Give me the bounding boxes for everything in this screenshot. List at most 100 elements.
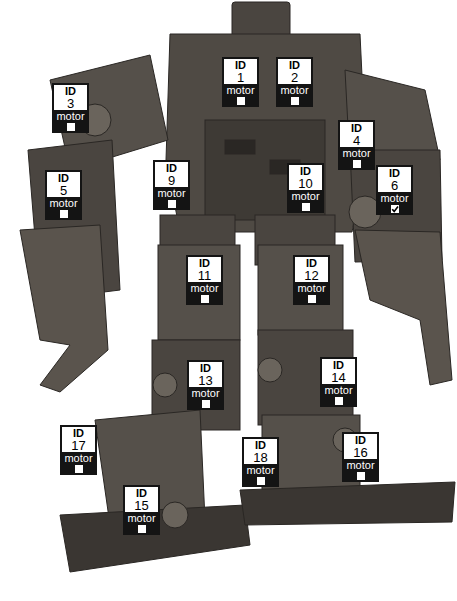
right-leg bbox=[240, 215, 455, 525]
servo-horn bbox=[162, 502, 188, 528]
motor-number: 10 bbox=[289, 177, 322, 190]
checkbox-square bbox=[60, 210, 68, 218]
motor-number: 16 bbox=[344, 446, 377, 459]
checkbox-square bbox=[202, 400, 210, 408]
id-label: ID bbox=[289, 165, 322, 177]
id-label: ID bbox=[54, 85, 87, 97]
motor-tag: ID1motor bbox=[222, 57, 259, 107]
id-label: ID bbox=[47, 172, 80, 184]
torso-slot bbox=[225, 140, 255, 154]
motor-tag: ID10motor bbox=[287, 163, 324, 213]
checkbox bbox=[334, 396, 344, 406]
checkbox bbox=[290, 96, 300, 106]
motor-label: motor bbox=[224, 84, 257, 96]
checkbox-square bbox=[302, 203, 310, 211]
foot bbox=[60, 505, 250, 572]
id-label: ID bbox=[188, 257, 221, 269]
motor-number: 4 bbox=[340, 134, 373, 147]
checkbox bbox=[236, 96, 246, 106]
id-label: ID bbox=[344, 434, 377, 446]
motor-label: motor bbox=[189, 387, 222, 399]
checkbox bbox=[167, 199, 177, 209]
checkbox bbox=[201, 399, 211, 409]
motor-label: motor bbox=[54, 110, 87, 122]
motor-tag: ID3motor bbox=[52, 83, 89, 133]
motor-number: 15 bbox=[125, 499, 158, 512]
checkbox bbox=[390, 204, 400, 214]
checkbox bbox=[137, 524, 147, 534]
right-arm bbox=[345, 70, 452, 385]
motor-label: motor bbox=[344, 459, 377, 471]
motor-tag: ID17motor bbox=[60, 425, 97, 475]
checkbox bbox=[301, 202, 311, 212]
motor-label: motor bbox=[125, 512, 158, 524]
motor-number: 14 bbox=[322, 371, 355, 384]
checkbox-square bbox=[353, 160, 361, 168]
motor-label: motor bbox=[155, 187, 188, 199]
checkbox bbox=[74, 464, 84, 474]
checkbox-square bbox=[67, 123, 75, 131]
checkbox bbox=[256, 476, 266, 486]
checkbox-square bbox=[357, 472, 365, 480]
motor-label: motor bbox=[378, 192, 411, 204]
motor-number: 1 bbox=[224, 71, 257, 84]
motor-tag: ID15motor bbox=[123, 485, 160, 535]
motor-tag: ID4motor bbox=[338, 120, 375, 170]
id-label: ID bbox=[322, 359, 355, 371]
checkbox-square bbox=[308, 295, 316, 303]
id-label: ID bbox=[189, 362, 222, 374]
torso-plate bbox=[166, 34, 366, 232]
motor-tag: ID6motor bbox=[376, 165, 413, 215]
checkbox bbox=[352, 159, 362, 169]
checkbox-square bbox=[201, 295, 209, 303]
hand bbox=[355, 230, 452, 385]
motor-tag: ID12motor bbox=[293, 255, 330, 305]
id-label: ID bbox=[62, 427, 95, 439]
robot-torso bbox=[166, 34, 366, 232]
id-label: ID bbox=[224, 59, 257, 71]
motor-number: 18 bbox=[244, 451, 277, 464]
checkbox bbox=[307, 294, 317, 304]
motor-tag: ID11motor bbox=[186, 255, 223, 305]
checkbox bbox=[200, 294, 210, 304]
checkbox-square bbox=[237, 97, 245, 105]
motor-label: motor bbox=[62, 452, 95, 464]
motor-number: 3 bbox=[54, 97, 87, 110]
torso-frame bbox=[205, 120, 325, 220]
motor-tag: ID5motor bbox=[45, 170, 82, 220]
foot bbox=[240, 482, 455, 525]
motor-label: motor bbox=[295, 282, 328, 294]
motor-number: 13 bbox=[189, 374, 222, 387]
checkbox bbox=[66, 122, 76, 132]
motor-tag: ID16motor bbox=[342, 432, 379, 482]
motor-tag: ID2motor bbox=[276, 57, 313, 107]
motor-tag: ID13motor bbox=[187, 360, 224, 410]
motor-tag: ID18motor bbox=[242, 437, 279, 487]
motor-label: motor bbox=[278, 84, 311, 96]
checkbox-square bbox=[168, 200, 176, 208]
motor-number: 9 bbox=[155, 174, 188, 187]
id-label: ID bbox=[295, 257, 328, 269]
id-label: ID bbox=[278, 59, 311, 71]
motor-label: motor bbox=[244, 464, 277, 476]
motor-label: motor bbox=[322, 384, 355, 396]
left-leg bbox=[60, 215, 250, 572]
motor-number: 12 bbox=[295, 269, 328, 282]
left-arm bbox=[20, 55, 168, 392]
id-label: ID bbox=[155, 162, 188, 174]
checkbox-square bbox=[257, 477, 265, 485]
id-label: ID bbox=[340, 122, 373, 134]
motor-number: 5 bbox=[47, 184, 80, 197]
checkbox-square bbox=[391, 205, 399, 213]
thigh bbox=[258, 245, 343, 335]
thigh bbox=[158, 245, 240, 340]
check-mark bbox=[392, 207, 398, 212]
motor-number: 6 bbox=[378, 179, 411, 192]
motor-tag: ID14motor bbox=[320, 357, 357, 407]
motor-label: motor bbox=[47, 197, 80, 209]
id-label: ID bbox=[125, 487, 158, 499]
checkbox bbox=[59, 209, 69, 219]
id-label: ID bbox=[378, 167, 411, 179]
checkbox-square bbox=[75, 465, 83, 473]
servo-horn bbox=[153, 373, 177, 397]
